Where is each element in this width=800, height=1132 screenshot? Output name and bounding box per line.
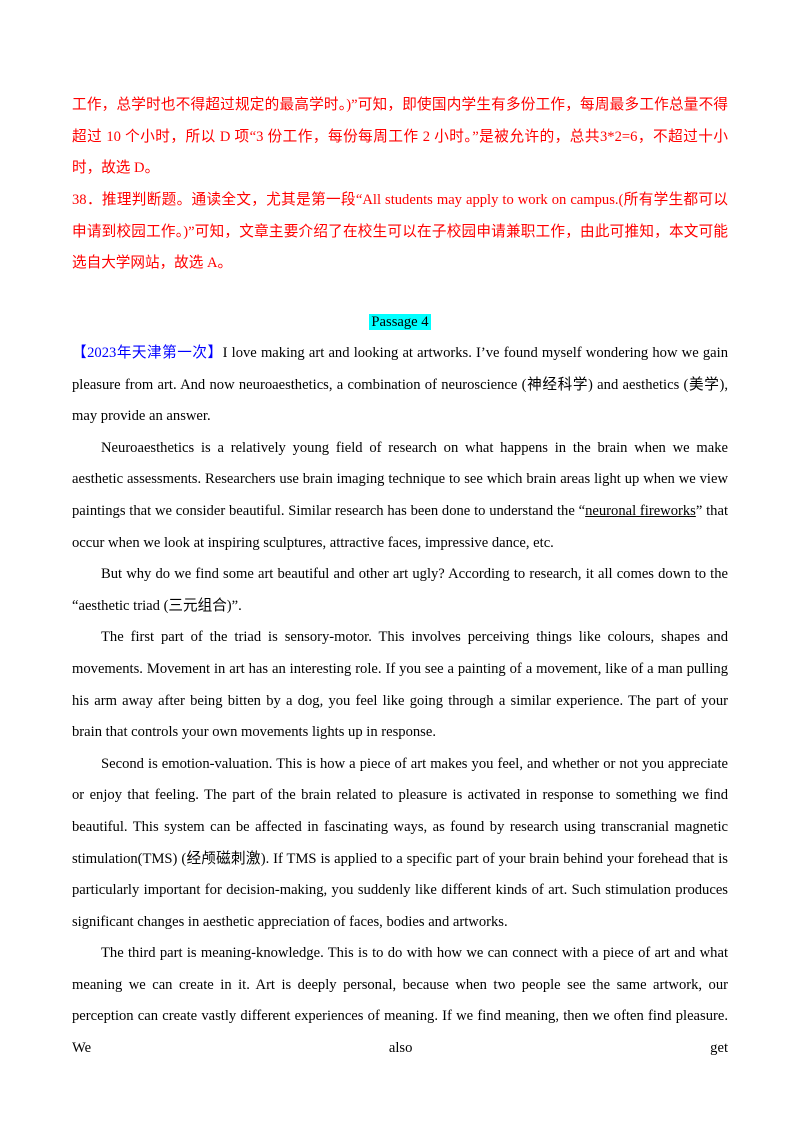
answer-text: 38．推理判断题。通读全文，尤其是第一段“All students may ap… — [72, 192, 728, 272]
paragraph-6: The third part is meaning-knowledge. Thi… — [72, 945, 728, 1057]
underlined-phrase: neuronal fireworks — [585, 502, 696, 519]
paragraph-2-text-a: Neuroaesthetics is a relatively young fi… — [72, 439, 728, 519]
paragraph-1: 【2023年天津第一次】I love making art and lookin… — [72, 338, 728, 433]
paragraph-4: The first part of the triad is sensory-m… — [72, 629, 728, 741]
passage-title-text: Passage 4 — [369, 314, 431, 330]
paragraph-3: But why do we find some art beautiful an… — [72, 566, 728, 614]
paragraph-5: Second is emotion-valuation. This is how… — [72, 755, 728, 930]
answer-text: 工作，总学时也不得超过规定的最高学时。)”可知，即使国内学生有多份工作，每周最多… — [72, 97, 728, 177]
source-tag: 【2023年天津第一次】 — [72, 345, 223, 361]
paragraph-2-text-b: ” that occur when we look at inspiring s… — [72, 502, 728, 551]
passage-body: 【2023年天津第一次】I love making art and lookin… — [72, 338, 728, 1065]
answer-explanation-37: 工作，总学时也不得超过规定的最高学时。)”可知，即使国内学生有多份工作，每周最多… — [72, 90, 728, 185]
passage-title: Passage 4 — [0, 314, 800, 331]
paragraph-1-text: I love making art and looking at artwork… — [72, 345, 728, 425]
paragraph-2: Neuroaesthetics is a relatively young fi… — [72, 433, 728, 559]
answer-explanation-38: 38．推理判断题。通读全文，尤其是第一段“All students may ap… — [72, 185, 728, 280]
